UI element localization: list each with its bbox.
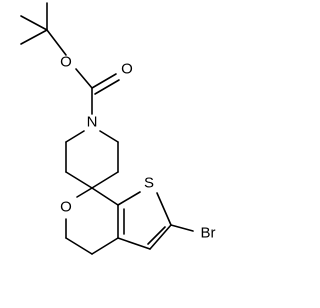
bond-methyl-left bbox=[20, 15, 48, 31]
bond-ch2-ch2 bbox=[65, 237, 93, 255]
bond-spiro-to-pyran-oxygen bbox=[76, 187, 93, 198]
bond-c3-to-c3a bbox=[117, 237, 151, 250]
atom-label-carbonyl-oxygen: O bbox=[121, 61, 133, 78]
bond-c7a-to-sulfur bbox=[117, 191, 141, 206]
bond-n-to-c2-left bbox=[65, 130, 85, 143]
bond-ch2-to-ring-fusion bbox=[91, 237, 119, 255]
thiophene-ring bbox=[117, 191, 194, 250]
atom-label-ester-oxygen: O bbox=[60, 54, 72, 71]
bond-c3-spiro-right bbox=[91, 171, 119, 189]
bond-oxygen-to-carbonyl-carbon bbox=[75, 68, 93, 89]
tert-butyl-group bbox=[20, 2, 67, 56]
bond-quaternary-to-oxygen bbox=[46, 29, 67, 56]
bond-spiro-to-thiophene-carbon bbox=[91, 187, 119, 206]
atom-label-pyran-oxygen: O bbox=[60, 199, 72, 216]
atom-label-thiophene-sulfur: S bbox=[144, 175, 154, 192]
bond-c2-to-c3 bbox=[149, 224, 172, 250]
pyran-ring bbox=[65, 187, 119, 255]
carbamate-group bbox=[75, 68, 120, 115]
bond-methyl-bottom-left bbox=[20, 29, 48, 45]
atom-label-piperidine-nitrogen: N bbox=[87, 114, 98, 131]
chemical-structure: O O N O S Br bbox=[20, 2, 216, 255]
piperidine-ring bbox=[65, 130, 119, 189]
bond-carbonyl-double-a bbox=[91, 73, 117, 89]
bond-c2-c3-double-inner bbox=[147, 226, 166, 245]
bond-c2-to-bromine bbox=[170, 224, 194, 232]
bond-c3-spiro-left bbox=[65, 171, 93, 189]
bond-sulfur-to-c2 bbox=[156, 192, 172, 226]
atom-label-bromine: Br bbox=[201, 225, 216, 242]
bond-n-to-c2-right bbox=[99, 130, 119, 143]
bond-carbonyl-double-b bbox=[94, 79, 120, 95]
